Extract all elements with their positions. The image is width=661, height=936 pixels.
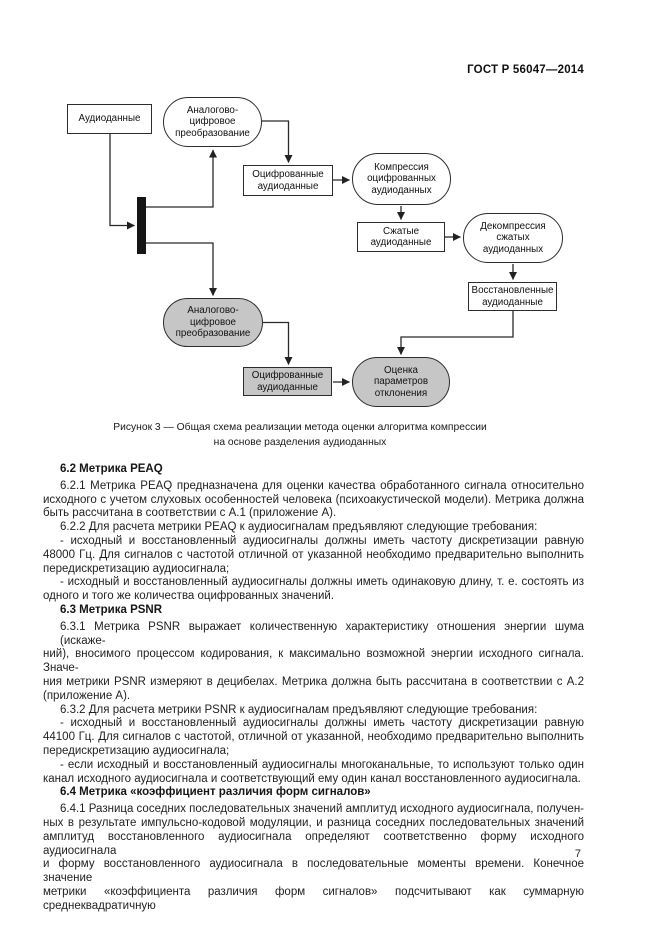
flow-node-label: цифровое bbox=[189, 116, 236, 128]
section-heading: 6.4 Метрика «коэффициент различия форм с… bbox=[60, 786, 371, 799]
flow-node-label: аудиоданные bbox=[482, 296, 543, 308]
connector-splitter-to-adc-top bbox=[146, 149, 217, 208]
flowchart-connectors bbox=[109, 120, 517, 386]
text-line: ний), вносимого процессом кодирования, к… bbox=[43, 648, 584, 675]
text-line: одного и того же количества оцифрованных… bbox=[43, 590, 335, 603]
flow-node-label: аудиоданных bbox=[482, 243, 544, 255]
flow-node-label: оцифрованных bbox=[367, 173, 436, 185]
text-line: - исходный и восстановленный аудиосигнал… bbox=[60, 717, 584, 730]
text-line: амплитуд восстановленного аудиосигнала о… bbox=[43, 830, 584, 857]
flow-node-label: Аудиоданные bbox=[78, 113, 141, 125]
flow-node-label: аудиоданные bbox=[370, 237, 432, 248]
text-line: передискретизацию аудиосигнала; bbox=[43, 744, 230, 757]
text-line: (приложение А). bbox=[43, 689, 131, 702]
text-line: канал исходного аудиосигнала и соответст… bbox=[43, 772, 581, 785]
flow-node-label: сжатых bbox=[496, 232, 530, 244]
text-line: 48000 Гц. Для сигналов с частотой отличн… bbox=[43, 548, 584, 561]
flow-node-label: Компрессия bbox=[374, 161, 429, 173]
text-line: 6.2.1 Метрика PEAQ предназначена для оце… bbox=[60, 479, 584, 492]
figure-caption: Рисунок 3 — Общая схема реализации метод… bbox=[20, 421, 580, 450]
text-line: 6.3.1 Метрика PSNR выражает количественн… bbox=[60, 620, 584, 647]
text-line: 44100 Гц. Для сигналов с частотой, отлич… bbox=[43, 731, 584, 744]
text-line: передискретизацию аудиосигнала; bbox=[43, 562, 230, 575]
section-heading: 6.2 Метрика PEAQ bbox=[60, 463, 163, 475]
connector-restored-to-estimation bbox=[397, 311, 514, 355]
text-line: исходного с учетом слуховых особенностей… bbox=[43, 493, 584, 506]
splitter-bar bbox=[137, 197, 146, 254]
flow-node-audio-data: Аудиоданные bbox=[67, 104, 152, 134]
connector-adc-top-to-digitized bbox=[262, 120, 293, 163]
flow-node-label: цифровое bbox=[189, 316, 237, 328]
text-line: - если исходный и восстановленный аудиос… bbox=[60, 758, 584, 771]
connector-splitter-to-adc-bottom bbox=[146, 242, 217, 296]
figure-caption-line2: на основе разделения аудиоданных bbox=[213, 436, 387, 448]
text-line: 6.4.1 Разница соседних последовательных … bbox=[60, 803, 585, 816]
page-number: 7 bbox=[574, 848, 581, 860]
doc-number: ГОСТ Р 56047—2014 bbox=[467, 64, 584, 76]
flow-node-label: параметров bbox=[373, 376, 429, 388]
flow-node-label: Сжатые bbox=[382, 225, 420, 237]
text-line: быть рассчитана в соответствии с А.1 (пр… bbox=[43, 507, 337, 520]
flow-node-label: Оцифрованные bbox=[252, 169, 324, 181]
text-line: метрики «коэффициента различия форм сигн… bbox=[43, 885, 584, 912]
flow-node-label: Декомпрессия bbox=[480, 220, 546, 232]
flow-node-label: Восстановленные bbox=[471, 285, 554, 297]
text-body: 6.2 Метрика PEAQ 6.2.1 Метрика PEAQ предн… bbox=[43, 463, 584, 914]
flow-node-label: Оценка bbox=[384, 364, 418, 376]
text-line: ния метрики PSNR измеряют в децибелах. М… bbox=[43, 675, 584, 688]
figure-caption-line1: Рисунок 3 — Общая схема реализации метод… bbox=[113, 422, 487, 433]
flow-node-label: преобразование bbox=[175, 127, 250, 139]
text-line: - исходный и восстановленный аудиосигнал… bbox=[60, 576, 584, 589]
text-line: 6.2.2 Для расчета метрики PEAQ к аудиоси… bbox=[60, 521, 538, 534]
flow-node-label: Аналогово- bbox=[187, 305, 239, 317]
flow-node-label: Аналогово- bbox=[186, 104, 239, 116]
flow-node-label: аудиоданных bbox=[371, 184, 432, 196]
flow-node-label: аудиоданные bbox=[257, 381, 318, 393]
section-heading: 6.3 Метрика PSNR bbox=[60, 603, 163, 616]
flow-node-label: аудиоданные bbox=[257, 180, 319, 192]
flow-node-label: преобразование bbox=[175, 328, 251, 340]
flow-node-label: отклонения bbox=[374, 387, 428, 399]
connector-adc-bottom-to-digitized2 bbox=[263, 321, 293, 365]
text-line: 6.3.2 Для расчета метрики PSNR к аудиоси… bbox=[60, 703, 538, 716]
text-line: ных в результате импульсно-кодовой модул… bbox=[43, 816, 584, 829]
text-line: и форму восстановленного аудиосигнала в … bbox=[43, 858, 584, 885]
flow-node-label: Оцифрованные bbox=[251, 370, 324, 382]
text-line: - исходный и восстановленный аудиосигнал… bbox=[60, 534, 584, 547]
connector-audiodata-to-splitter bbox=[109, 134, 135, 230]
